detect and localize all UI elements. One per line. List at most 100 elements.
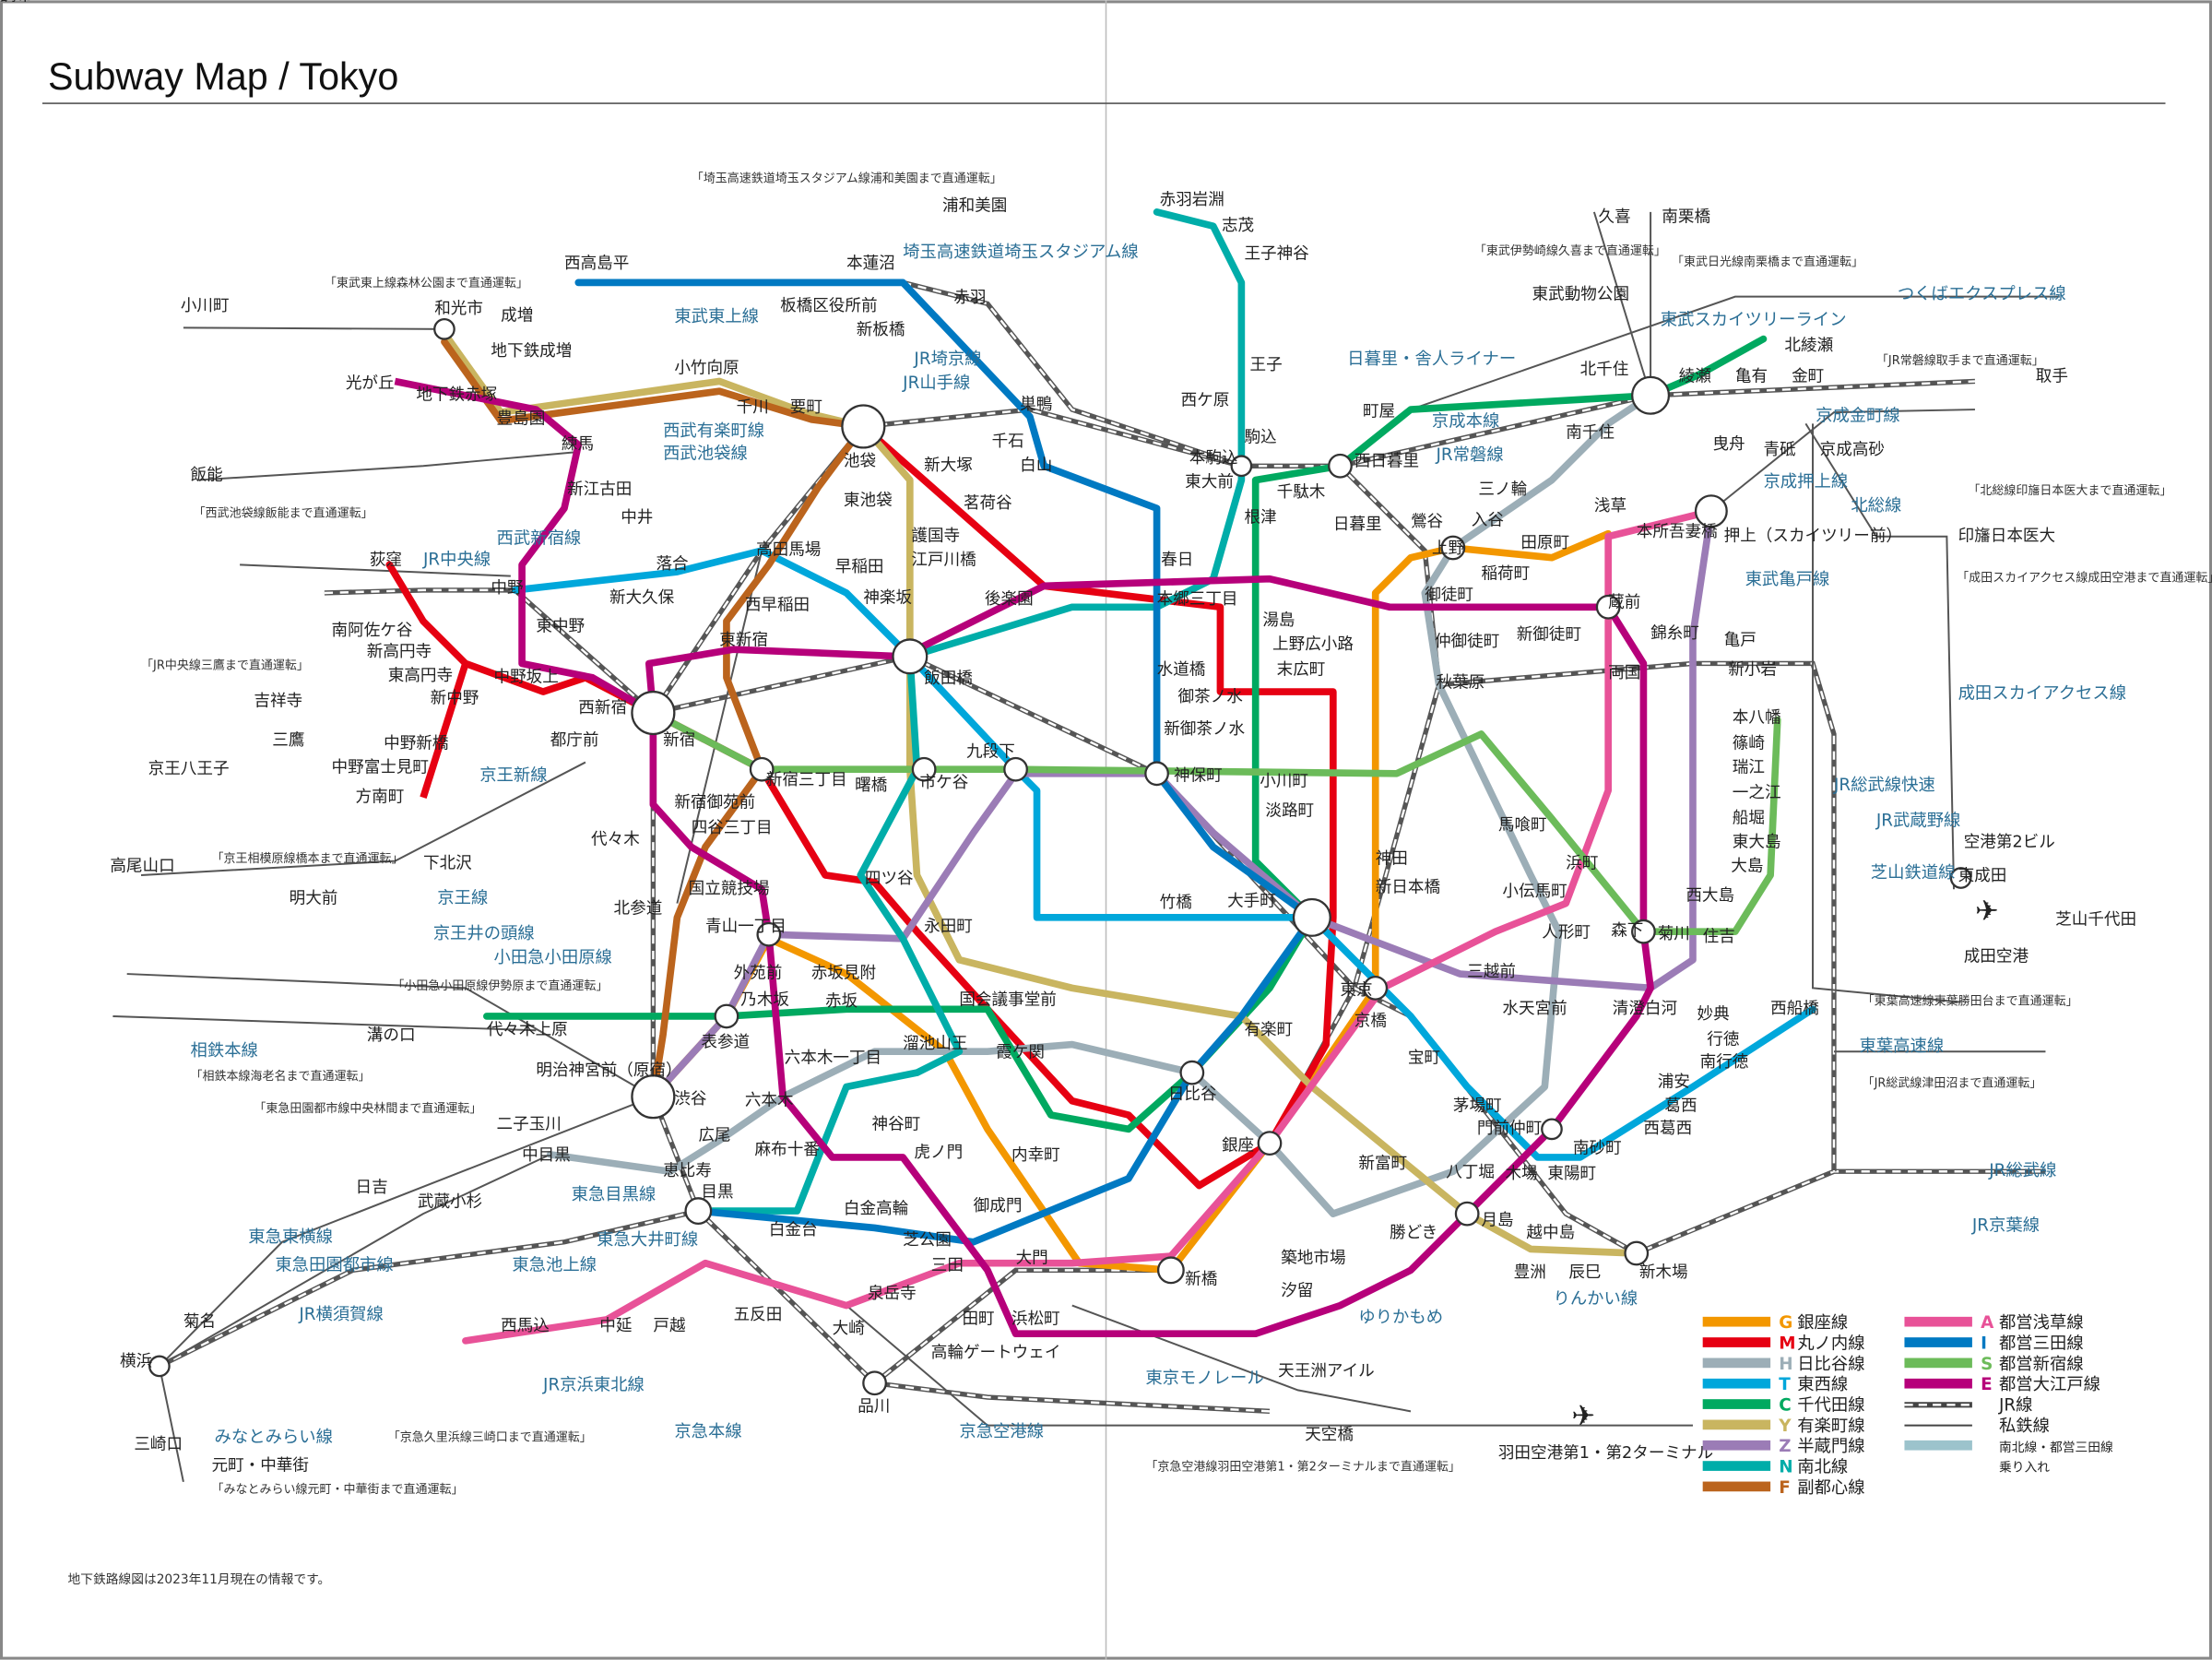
station-label[interactable]: 荻窪: [370, 551, 402, 569]
station-label[interactable]: 瑞江: [1733, 758, 1765, 777]
station-label[interactable]: 新小岩: [1728, 661, 1777, 680]
station-label[interactable]: 亀有: [1735, 367, 1768, 385]
station-label[interactable]: 巣鴨: [1020, 396, 1052, 414]
station-label[interactable]: 曙橋: [855, 777, 888, 795]
station-label[interactable]: 木場: [1505, 1165, 1537, 1183]
station-label[interactable]: 東大島: [1733, 833, 1781, 851]
station-label[interactable]: 東池袋: [844, 492, 893, 510]
station-label[interactable]: 小川町: [181, 297, 230, 315]
station-label[interactable]: 西高島平: [564, 255, 629, 273]
station-label[interactable]: 金町: [1792, 367, 1824, 385]
station-label[interactable]: 小川町: [1260, 773, 1308, 791]
station-label[interactable]: 横浜: [120, 1352, 152, 1370]
station-label[interactable]: 秋葉原: [1437, 673, 1485, 692]
station-label[interactable]: 本郷三丁目: [1157, 590, 1238, 609]
station-label[interactable]: 京成高砂: [1820, 441, 1885, 459]
station-label[interactable]: 大崎: [833, 1320, 865, 1338]
station-label[interactable]: 南阿佐ケ谷: [332, 622, 413, 640]
station-label[interactable]: 明治神宮前（原宿）: [536, 1061, 681, 1080]
station-label[interactable]: 方南町: [356, 788, 405, 806]
station-label[interactable]: 乃木坂: [740, 991, 789, 1010]
station-label[interactable]: 西大島: [1686, 886, 1734, 905]
station-label[interactable]: 一之江: [1733, 784, 1781, 802]
station-label[interactable]: 両国: [1608, 664, 1640, 682]
station-label[interactable]: 四谷三丁目: [692, 819, 773, 837]
station-label[interactable]: 成田空港: [1964, 947, 2029, 966]
station-label[interactable]: 日比谷: [1168, 1085, 1217, 1104]
station-label[interactable]: 空港第2ビル: [1964, 833, 2055, 851]
station-label[interactable]: 妙典: [1697, 1005, 1730, 1024]
station-label[interactable]: 小伝馬町: [1502, 883, 1567, 901]
station-label[interactable]: 後楽園: [985, 590, 1034, 609]
station-label[interactable]: 竹橋: [1160, 894, 1193, 912]
station-label[interactable]: 四ツ谷: [865, 870, 914, 888]
station-label[interactable]: 人形町: [1542, 923, 1591, 942]
station-label[interactable]: 住吉: [1703, 928, 1735, 946]
station-label[interactable]: 末広町: [1277, 661, 1326, 680]
station-label[interactable]: 新御徒町: [1517, 625, 1581, 644]
station-label[interactable]: 下北沢: [423, 854, 472, 872]
station-label[interactable]: 浦安: [1658, 1073, 1690, 1091]
station-label[interactable]: 新富町: [1358, 1155, 1407, 1173]
station-label[interactable]: 東京: [1340, 981, 1372, 1000]
station-label[interactable]: 高輪ゲートウェイ: [931, 1344, 1061, 1362]
station-label[interactable]: 中野新橋: [384, 734, 449, 753]
station-label[interactable]: 新高円寺: [367, 643, 432, 661]
station-label[interactable]: 勝どき: [1390, 1224, 1437, 1242]
station-label[interactable]: 千石: [992, 433, 1024, 451]
station-label[interactable]: 新宿: [663, 731, 695, 750]
station-label[interactable]: 越中島: [1526, 1224, 1575, 1242]
station-label[interactable]: 印旛日本医大: [1958, 527, 2055, 545]
station-label[interactable]: 芝公園: [903, 1231, 952, 1250]
station-label[interactable]: 恵比寿: [663, 1162, 712, 1180]
station-label[interactable]: 汐留: [1281, 1282, 1313, 1300]
station-label[interactable]: 代々木上原: [487, 1021, 568, 1039]
station-label[interactable]: 品川: [858, 1397, 890, 1416]
station-label[interactable]: 清澄白河: [1613, 1000, 1677, 1018]
station-label[interactable]: 錦糸町: [1650, 624, 1699, 643]
station-label[interactable]: 国会議事堂前: [959, 991, 1056, 1010]
station-label[interactable]: 大手町: [1227, 893, 1276, 911]
station-label[interactable]: 西早稲田: [745, 596, 810, 614]
station-label[interactable]: 浅草: [1594, 497, 1626, 516]
station-label[interactable]: 豊洲: [1514, 1263, 1546, 1282]
station-label[interactable]: 赤羽: [953, 289, 986, 307]
station-label[interactable]: 代々木: [591, 830, 640, 848]
station-label[interactable]: 三ノ輪: [1478, 480, 1527, 499]
station-label[interactable]: 国立競技場: [689, 880, 770, 898]
station-label[interactable]: 天王洲アイル: [1278, 1362, 1375, 1381]
station-label[interactable]: 地下鉄成増: [491, 342, 572, 361]
station-label[interactable]: 東大前: [1185, 473, 1234, 492]
station-label[interactable]: 亀戸: [1724, 632, 1757, 650]
station-label[interactable]: 護国寺: [911, 527, 960, 545]
station-label[interactable]: 日暮里: [1333, 516, 1382, 534]
station-label[interactable]: 中井: [621, 508, 653, 527]
station-label[interactable]: 明大前: [290, 890, 338, 908]
station-label[interactable]: 西馬込: [501, 1317, 550, 1335]
station-label[interactable]: 御徒町: [1425, 587, 1473, 605]
station-label[interactable]: 押上（スカイツリー前）: [1724, 527, 1902, 545]
station-label[interactable]: 板橋区役所前: [780, 297, 877, 315]
station-label[interactable]: 御茶ノ水: [1178, 688, 1244, 706]
station-label[interactable]: 取手: [2036, 367, 2068, 385]
station-label[interactable]: 東中野: [536, 617, 585, 635]
station-label[interactable]: 淡路町: [1265, 802, 1314, 821]
station-label[interactable]: 池袋: [844, 452, 876, 470]
station-label[interactable]: 門前仲町: [1477, 1120, 1542, 1138]
station-label[interactable]: 京橋: [1354, 1013, 1388, 1031]
station-label[interactable]: 北千住: [1580, 361, 1629, 379]
station-label[interactable]: 武蔵小杉: [418, 1193, 482, 1212]
station-label[interactable]: 田原町: [1520, 534, 1569, 552]
station-label[interactable]: 目黒: [701, 1183, 733, 1202]
station-label[interactable]: 溝の口: [367, 1026, 416, 1045]
station-label[interactable]: 三田: [931, 1256, 964, 1275]
station-label[interactable]: 新日本橋: [1376, 878, 1441, 896]
station-label[interactable]: 浦和美園: [942, 196, 1007, 215]
station-label[interactable]: 本蓮沼: [846, 255, 895, 273]
station-label[interactable]: 赤坂: [825, 992, 858, 1011]
station-label[interactable]: 菊名: [183, 1313, 216, 1332]
station-label[interactable]: 大門: [1016, 1250, 1048, 1268]
station-label[interactable]: 江戸川橋: [911, 551, 976, 569]
station-label[interactable]: 本八幡: [1733, 709, 1781, 728]
station-label[interactable]: 西新宿: [578, 699, 627, 717]
